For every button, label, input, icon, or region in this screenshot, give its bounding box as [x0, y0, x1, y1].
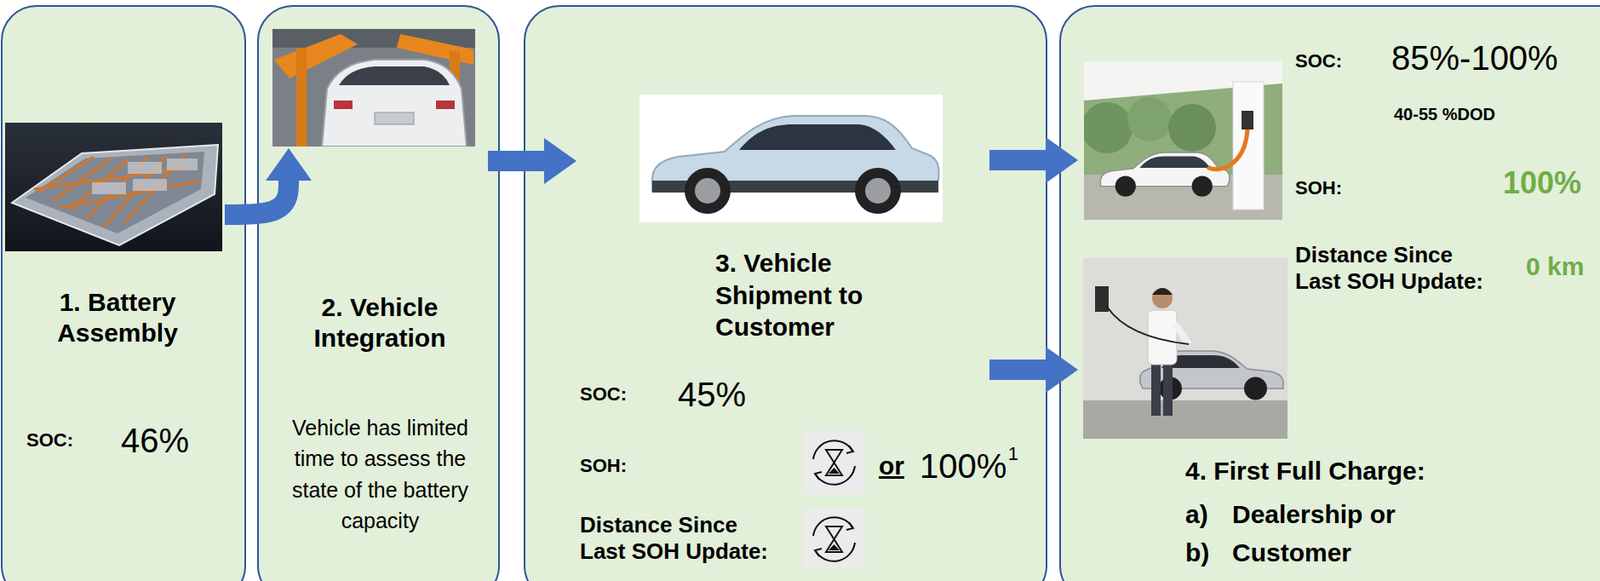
metric-label: SOH: [579, 454, 627, 477]
text-slot: 3. Vehicle Shipment to Customer [715, 246, 920, 344]
list-marker: a) [1185, 498, 1209, 530]
stage-heading: 1. Battery Assembly [11, 286, 224, 349]
charging-station-photo [1083, 61, 1283, 220]
metric-value: 45% [677, 373, 746, 415]
stage-heading: 2. Vehicle Integration [273, 292, 487, 354]
text-slot: 2. Vehicle Integration [273, 292, 487, 354]
text-slot: Distance Since Last SOH Update: [1295, 241, 1496, 295]
text-slot: 1 [1008, 442, 1019, 465]
text-slot: 85%-100% [1391, 37, 1559, 79]
text-slot: SOH: [579, 454, 627, 477]
depth-of-discharge: 40-55 %DOD [1393, 103, 1496, 125]
text-slot: 4. First Full Charge: [1185, 455, 1426, 487]
text-slot: b) [1185, 537, 1210, 568]
text-slot: Distance Since Last SOH Update: [579, 511, 780, 565]
metric-value: 46% [120, 419, 190, 461]
list-item: Dealership or [1232, 498, 1396, 530]
footnote-marker: 1 [1008, 442, 1019, 465]
text-slot: or [878, 450, 905, 482]
stage-note: Vehicle has limited time to assess the s… [288, 412, 472, 536]
flow-arrow [487, 150, 545, 172]
metric-label: Distance Since Last SOH Update: [579, 511, 780, 565]
text-slot: a) [1185, 498, 1209, 530]
metric-label: SOC: [26, 429, 74, 452]
text-slot: 46% [120, 419, 190, 461]
text-slot: 0 km [1525, 251, 1584, 282]
flow-arrow [224, 180, 289, 215]
pending-icon [802, 430, 866, 494]
stage-heading: 4. First Full Charge: [1185, 455, 1426, 487]
text-slot: 45% [677, 373, 746, 415]
text-slot: SOC: [26, 429, 74, 452]
text-slot: SOH: [1295, 177, 1342, 200]
stage-heading: 3. Vehicle Shipment to Customer [715, 246, 920, 344]
text-slot: Vehicle has limited time to assess the s… [288, 412, 472, 536]
stage-panel: 3. Vehicle Shipment to CustomerSOC: 45% SO… [523, 5, 1048, 581]
list-item: Customer [1232, 537, 1352, 568]
flow-arrow [989, 149, 1046, 171]
text-slot: 100% [1502, 164, 1582, 201]
text-slot: 40-55 %DOD [1393, 103, 1496, 125]
metric-label: SOC: [579, 383, 627, 406]
metric-value: 85%-100% [1391, 37, 1559, 79]
metric-label: SOC: [1295, 50, 1342, 73]
list-marker: b) [1185, 537, 1210, 568]
battery-pack-photo [5, 122, 223, 252]
metric-value: 0 km [1525, 251, 1584, 282]
factory-photo [272, 28, 476, 147]
text-slot: SOC: [579, 383, 627, 406]
pending-icon [802, 508, 866, 569]
text-slot: Customer [1232, 537, 1352, 568]
home-charging-photo [1083, 258, 1288, 439]
stage-panel: 1. Battery AssemblySOC: 46% [0, 5, 247, 581]
text-slot: 100% [919, 445, 1007, 487]
flow-arrow [989, 359, 1046, 380]
metric-label: Distance Since Last SOH Update: [1295, 241, 1496, 295]
text-slot: 1. Battery Assembly [11, 286, 224, 349]
metric-label: SOH: [1295, 177, 1342, 200]
text-slot: SOC: [1295, 50, 1342, 73]
vehicle-photo [639, 94, 943, 223]
metric-value: 100% [1502, 164, 1582, 201]
metric-value: 100% [919, 445, 1007, 487]
text-slot: Dealership or [1232, 498, 1396, 530]
alternative-word: or [878, 450, 905, 482]
